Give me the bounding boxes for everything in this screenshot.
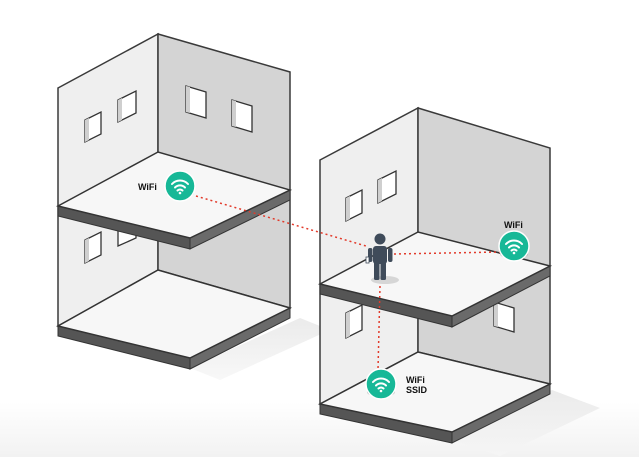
ssid-label-line2: SSID <box>406 385 428 395</box>
person-icon <box>365 233 399 284</box>
left-ground-floor <box>55 269 293 370</box>
window <box>84 230 102 265</box>
ssid-label-line1: WiFi <box>406 375 425 385</box>
window <box>231 99 253 133</box>
window <box>117 89 137 124</box>
connection-line-ssid <box>377 285 381 371</box>
right-ground-floor <box>317 351 553 444</box>
window <box>185 85 207 119</box>
window <box>345 188 363 223</box>
left-wifi-label: WiFi <box>138 182 157 192</box>
window <box>377 169 397 205</box>
window <box>84 110 102 144</box>
wifi-icon <box>365 368 397 400</box>
connection-lines <box>195 195 501 371</box>
wifi-icon <box>498 230 530 262</box>
left-building <box>55 32 330 380</box>
wifi-icon <box>164 170 196 202</box>
right-upper-floor <box>317 231 553 328</box>
right-wifi-label: WiFi <box>504 220 523 230</box>
window <box>493 301 515 333</box>
right-building <box>317 106 600 456</box>
window <box>345 303 363 340</box>
